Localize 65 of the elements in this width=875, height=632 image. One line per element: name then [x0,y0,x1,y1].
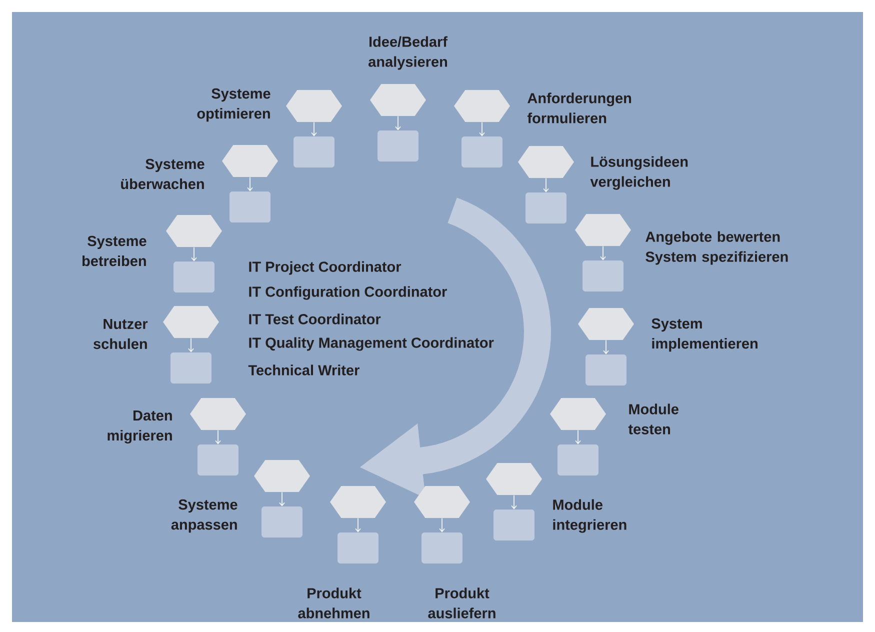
hexagon [414,486,470,518]
step-label: Idee/Bedarf analysieren [368,36,448,70]
hexagon [518,146,574,178]
step-label: System implementieren [652,318,758,352]
arrow [191,246,197,262]
step-label: Anforderungen formulieren [527,92,632,124]
box [294,136,334,168]
arrow [355,518,361,532]
step-label: Produkt ausliefern [428,588,496,618]
hexagon [454,90,510,122]
role-label: IT Project Coordinator [249,261,402,275]
hexagon [486,463,542,495]
box [170,352,212,384]
box [230,192,270,222]
box [422,532,462,564]
role-label: Technical Writer [248,364,360,376]
step-label: Module testen [628,404,678,434]
hexagon [163,306,219,338]
arrow [247,176,253,192]
arrow [543,178,549,192]
step-label: Lösungsideen vergleichen [590,156,688,190]
arrow [511,494,517,510]
arrow [188,338,194,352]
hexagon [222,145,278,177]
arrow [600,246,606,260]
arrow [311,122,317,136]
box [558,444,598,476]
hexagon [254,460,310,492]
role-label: IT Quality Management Coordinator [249,337,494,351]
hexagon [190,398,246,430]
box [526,192,566,224]
step-label: Nutzer schulen [94,318,148,350]
arrow [215,430,221,444]
step-label: Systeme anpassen [171,499,238,533]
box [494,510,534,540]
arrow [395,116,401,130]
role-label: IT Configuration Coordinator [249,286,447,300]
box [586,354,626,386]
box [174,262,214,292]
step-label: Module integrieren [553,499,626,533]
box [462,136,502,168]
step-label: Angebote bewerten System spezifizieren [646,231,788,265]
arrow [279,492,285,506]
step-label: Systeme betreiben [82,236,146,266]
box [198,444,238,476]
hexagon [166,215,222,247]
step-label: Produkt abnehmen [298,588,370,618]
box [338,532,378,564]
hexagon [575,214,631,246]
role-label: IT Test Coordinator [249,314,381,324]
arrow [479,122,485,136]
step-label: Systeme überwachen [121,158,204,190]
arrow [439,518,445,532]
step-label: Systeme optimieren [197,88,270,122]
hexagon [370,84,426,116]
step-label: Daten migrieren [108,410,172,444]
hexagon [330,486,386,518]
hexagon [550,398,606,430]
arrow [603,340,609,354]
box [378,130,418,162]
hexagon [286,90,342,122]
hexagon [578,308,634,340]
arrow [575,430,581,444]
box [582,260,624,292]
box [262,506,302,538]
